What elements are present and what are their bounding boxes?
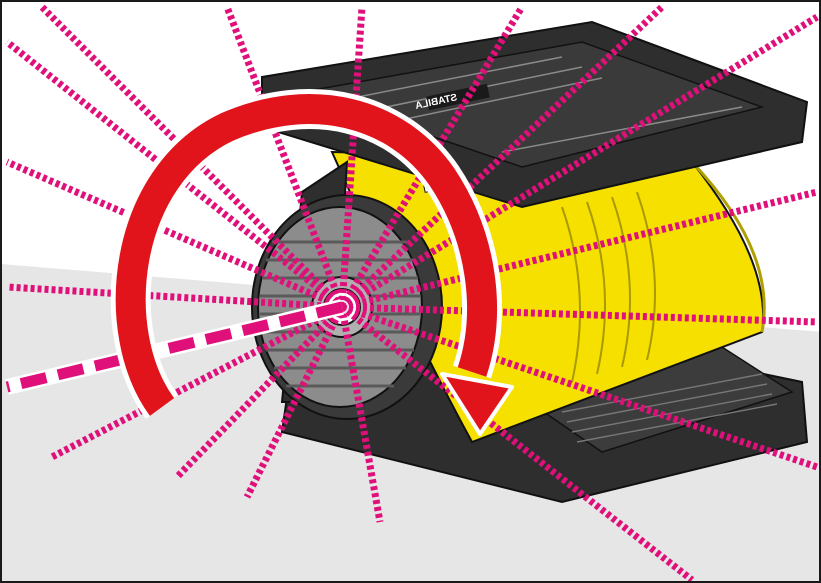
- rotary-laser-illustration: STABILA: [2, 2, 821, 583]
- illustration-frame: STABILA: [0, 0, 821, 583]
